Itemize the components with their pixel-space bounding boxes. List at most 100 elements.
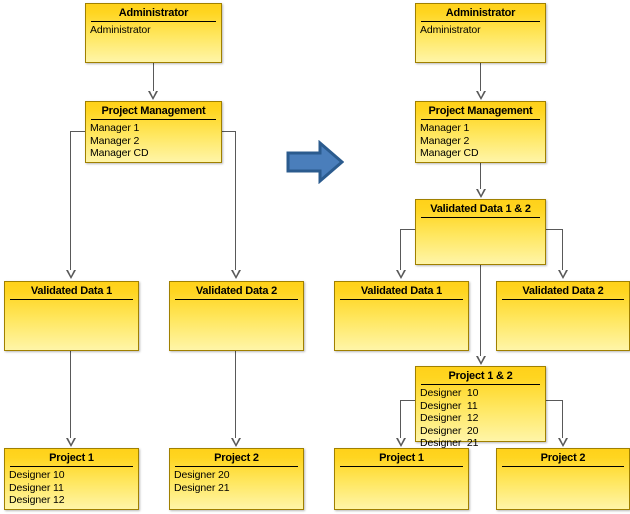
attribute-row: Designer 10 (420, 387, 479, 399)
node-before-validated-data-1[interactable]: Validated Data 1 (4, 281, 139, 351)
node-separator (421, 21, 540, 22)
node-attributes (335, 467, 468, 469)
arrowhead-p12-to-project1 (396, 438, 406, 447)
node-separator (10, 466, 133, 467)
node-attributes: Designer 20 Designer 21 (170, 467, 303, 494)
arrowhead-p12-to-project2 (558, 438, 568, 447)
node-before-project-1[interactable]: Project 1 Designer 10 Designer 11 Design… (4, 448, 139, 510)
node-after-validated-data-1-and-2[interactable]: Validated Data 1 & 2 (415, 199, 546, 265)
node-attributes (497, 467, 629, 469)
node-after-administrator[interactable]: Administrator Administrator (415, 3, 546, 63)
node-title: Administrator (118, 7, 189, 19)
node-title: Project Management (101, 105, 206, 117)
node-separator (421, 217, 540, 218)
connector-vd2-to-project2 (235, 351, 236, 439)
arrowhead-after-pm-to-vd12 (476, 189, 486, 198)
arrowhead-pm-to-vd2 (231, 270, 241, 279)
connector-vd12-branch-left-h (400, 229, 416, 230)
arrowhead-admin-to-pm (148, 91, 158, 100)
node-separator (91, 21, 216, 22)
node-title: Project Management (428, 105, 533, 117)
node-separator (175, 466, 298, 467)
node-attributes: Designer 10 Designer 11 Designer 12 Desi… (416, 385, 545, 450)
node-after-project-2[interactable]: Project 2 (496, 448, 630, 510)
node-separator (91, 119, 216, 120)
node-attributes (497, 300, 629, 302)
attribute-row: Designer 20 (420, 424, 479, 437)
attribute-row: Administrator (420, 24, 481, 36)
attribute-row: Designer 12 (9, 494, 65, 506)
node-title: Project 2 (540, 452, 586, 464)
attribute-row: Designer 21 (420, 437, 479, 449)
connector-admin-to-pm (153, 63, 154, 92)
arrowhead-vd12-to-project12 (476, 356, 486, 365)
node-title: Validated Data 1 (360, 285, 443, 297)
node-title: Project 2 (214, 452, 259, 464)
arrowhead-vd2-to-project2 (231, 438, 241, 447)
node-title: Validated Data 1 & 2 (430, 203, 531, 215)
node-separator (421, 384, 540, 385)
attribute-row: Designer 10 (9, 469, 65, 481)
node-title: Project 1 (379, 452, 424, 464)
attribute-row: Designer 20 (174, 469, 230, 481)
node-before-administrator[interactable]: Administrator Administrator (85, 3, 222, 63)
node-separator (502, 466, 624, 467)
node-attributes (170, 300, 303, 302)
node-title: Project 1 & 2 (448, 370, 513, 382)
node-attributes (5, 300, 138, 302)
connector-p12-branch-left-h (400, 400, 416, 401)
arrowhead-vd12-to-vd1 (396, 270, 406, 279)
attribute-row: Designer 21 (174, 481, 230, 494)
node-after-project-1-and-2[interactable]: Project 1 & 2 Designer 10 Designer 11 De… (415, 366, 546, 449)
connector-after-admin-to-pm (480, 63, 481, 92)
arrowhead-vd1-to-project1 (66, 438, 76, 447)
node-title: Validated Data 1 (30, 285, 113, 297)
node-before-project-management[interactable]: Project Management Manager 1 Manager 2 M… (85, 101, 222, 163)
node-after-validated-data-2[interactable]: Validated Data 2 (496, 281, 630, 351)
arrowhead-vd12-to-vd2 (558, 270, 568, 279)
connector-pm-branch-right-v (235, 131, 236, 271)
attribute-row: Manager 2 (90, 134, 140, 147)
node-title: Project 1 (49, 452, 94, 464)
node-before-project-2[interactable]: Project 2 Designer 20 Designer 21 (169, 448, 304, 510)
arrowhead-pm-to-vd1 (66, 270, 76, 279)
connector-p12-branch-right-v (562, 400, 563, 439)
connector-pm-branch-left-v (70, 131, 71, 271)
node-attributes (416, 218, 545, 220)
node-after-project-management[interactable]: Project Management Manager 1 Manager 2 M… (415, 101, 546, 163)
attribute-row: Administrator (90, 24, 151, 36)
node-separator (340, 299, 463, 300)
connector-pm-branch-right-h (222, 131, 236, 132)
connector-vd12-to-project12 (480, 265, 481, 357)
node-separator (340, 466, 463, 467)
connector-vd12-branch-right-h (546, 229, 563, 230)
connector-p12-branch-right-h (546, 400, 563, 401)
arrowhead-after-admin-to-pm (476, 91, 486, 100)
attribute-row: Designer 12 (420, 412, 479, 424)
attribute-row: Manager 1 (90, 122, 140, 134)
node-attributes: Administrator (416, 22, 545, 37)
node-attributes: Designer 10 Designer 11 Designer 12 (5, 467, 138, 507)
node-title: Validated Data 2 (522, 285, 604, 297)
attribute-row: Manager CD (90, 147, 149, 159)
attribute-row: Designer 11 (9, 481, 64, 494)
node-attributes: Manager 1 Manager 2 Manager CD (416, 120, 545, 160)
connector-after-pm-to-vd12 (480, 163, 481, 190)
node-after-project-1[interactable]: Project 1 (334, 448, 469, 510)
node-after-validated-data-1[interactable]: Validated Data 1 (334, 281, 469, 351)
attribute-row: Manager 2 (420, 134, 470, 147)
node-separator (175, 299, 298, 300)
node-separator (502, 299, 624, 300)
connector-p12-branch-left-v (400, 400, 401, 439)
node-title: Validated Data 2 (195, 285, 278, 297)
connector-pm-branch-left-h (70, 131, 86, 132)
attribute-row: Manager CD (420, 147, 479, 159)
node-before-validated-data-2[interactable]: Validated Data 2 (169, 281, 304, 351)
connector-vd12-branch-right-v (562, 229, 563, 271)
node-title: Administrator (445, 7, 516, 19)
attribute-row: Designer 11 (420, 399, 478, 412)
node-attributes: Administrator (86, 22, 221, 37)
connector-vd12-branch-left-v (400, 229, 401, 271)
attribute-row: Manager 1 (420, 122, 470, 134)
